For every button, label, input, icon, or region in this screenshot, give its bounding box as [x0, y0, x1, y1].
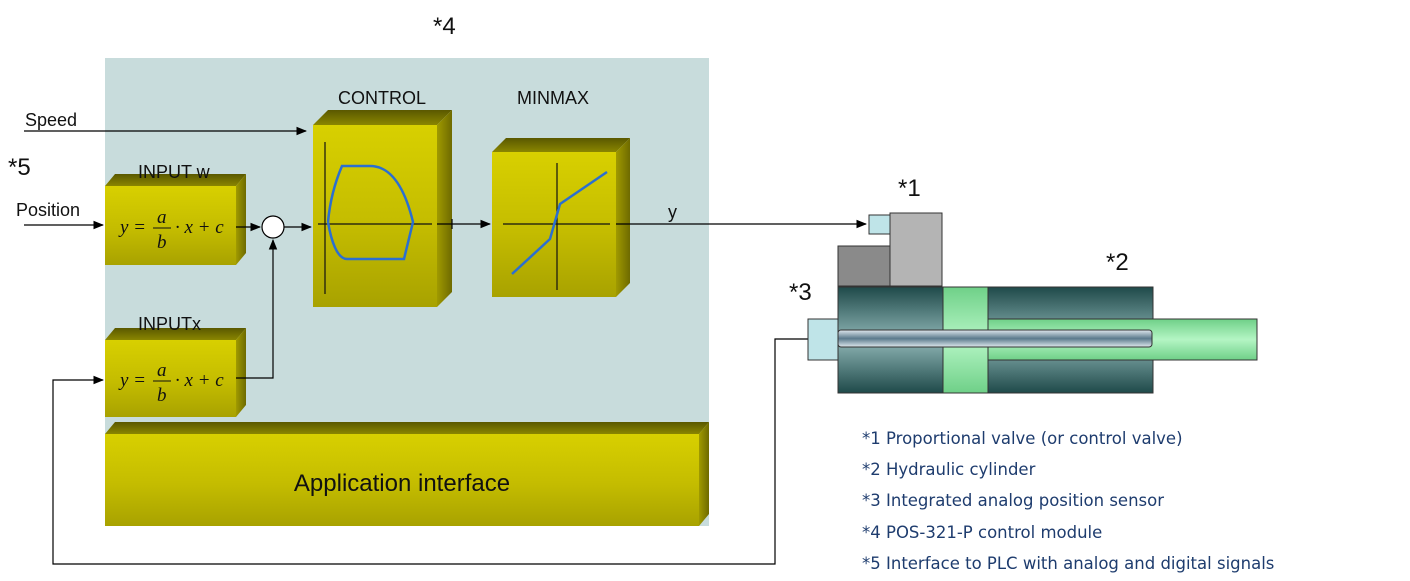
control-title: CONTROL [338, 88, 426, 108]
svg-text:b: b [157, 232, 167, 253]
sensor-marker: *3 [789, 279, 812, 306]
svg-text:y =: y = [118, 370, 146, 391]
input-x-equation: y = a b · x + c [118, 360, 224, 406]
input-w-equation: y = a b · x + c [118, 207, 224, 253]
signal-wires [24, 126, 868, 565]
svg-text:y =: y = [118, 217, 146, 238]
application-interface-block [105, 422, 709, 526]
svg-text:· x + c: · x + c [175, 370, 224, 391]
cylinder-marker: *2 [1106, 249, 1129, 276]
hydraulic-cylinder [837, 286, 1258, 394]
legend-item: *5 Interface to PLC with analog and digi… [862, 554, 1274, 573]
svg-text:a: a [157, 360, 167, 381]
input-w-title: INPUT w [138, 162, 211, 182]
speed-label: Speed [25, 110, 77, 130]
minmax-title: MINMAX [517, 88, 589, 108]
application-interface-label: Application interface [294, 470, 510, 497]
svg-text:b: b [157, 385, 167, 406]
control-block [313, 110, 452, 307]
legend-item: *3 Integrated analog position sensor [862, 491, 1164, 510]
input-x-title: INPUTx [138, 314, 201, 334]
minmax-block [492, 138, 630, 297]
position-label: Position [16, 200, 80, 220]
legend: *1 Proportional valve (or control valve)… [862, 429, 1274, 573]
svg-text:a: a [157, 207, 167, 228]
input-w-block [105, 174, 246, 265]
summing-junction [261, 215, 285, 239]
valve-marker: *1 [898, 175, 921, 202]
position-sensor [807, 318, 839, 361]
svg-text:· x + c: · x + c [175, 217, 224, 238]
proportional-valve [837, 212, 943, 287]
module-marker: *4 [433, 13, 456, 40]
legend-item: *2 Hydraulic cylinder [862, 460, 1036, 479]
plc-interface-marker: *5 [8, 154, 31, 181]
output-y-label: y [668, 202, 677, 222]
legend-item: *1 Proportional valve (or control valve) [862, 429, 1183, 448]
legend-item: *4 POS-321-P control module [862, 523, 1102, 542]
input-x-block [105, 328, 246, 417]
